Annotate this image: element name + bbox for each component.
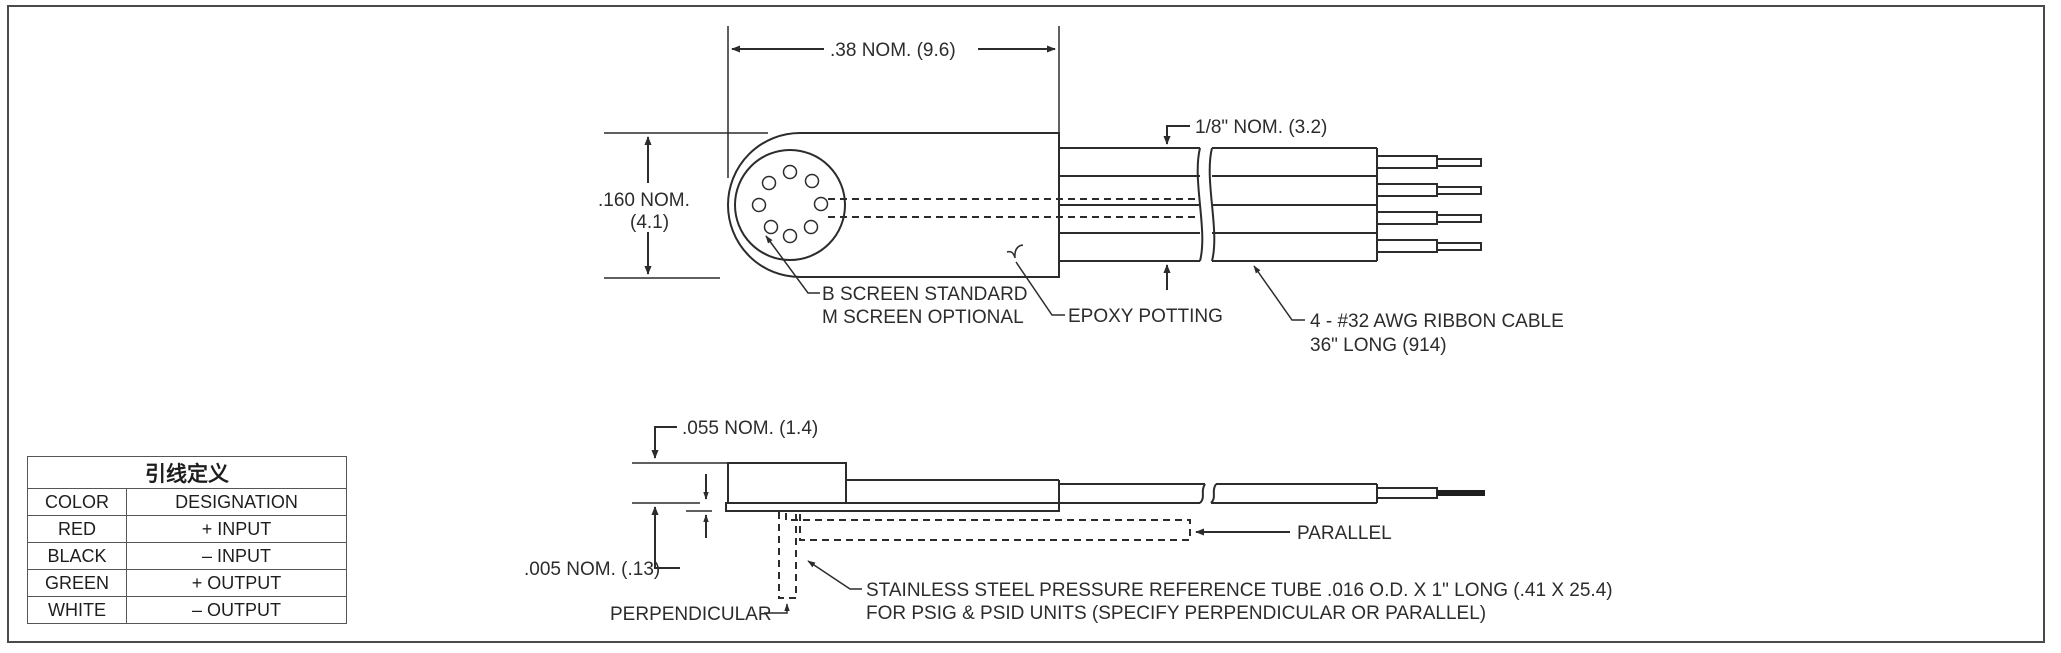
top-thickness-arrow bbox=[651, 426, 677, 459]
side-cable bbox=[1059, 483, 1485, 504]
wire-color: WHITE bbox=[27, 596, 127, 624]
tube-label-2: FOR PSIG & PSID UNITS (SPECIFY PERPENDIC… bbox=[866, 603, 1486, 624]
width-dimension-label: .38 NOM. (9.6) bbox=[830, 40, 956, 61]
tube-label-1: STAINLESS STEEL PRESSURE REFERENCE TUBE … bbox=[866, 580, 1613, 601]
screen-label-1: B SCREEN STANDARD bbox=[822, 284, 1028, 305]
header-color: COLOR bbox=[27, 488, 127, 516]
ribbon-label-2: 36" LONG (914) bbox=[1310, 335, 1447, 356]
table-row: GREEN + OUTPUT bbox=[27, 569, 347, 597]
top-thickness-label: .055 NOM. (1.4) bbox=[682, 418, 818, 439]
bottom-thickness-label: .005 NOM. (.13) bbox=[524, 559, 660, 580]
ribbon-cable-segment-2 bbox=[1208, 147, 1378, 262]
table-row: RED + INPUT bbox=[27, 515, 347, 543]
ribbon-cable-segment-1 bbox=[1059, 147, 1204, 262]
perpendicular-leader bbox=[764, 603, 790, 614]
screen-holes bbox=[751, 164, 829, 244]
wire-color: BLACK bbox=[27, 542, 127, 570]
wire-designation: – OUTPUT bbox=[126, 596, 347, 624]
ribbon-label-1: 4 - #32 AWG RIBBON CABLE bbox=[1310, 311, 1564, 332]
perpendicular-label: PERPENDICULAR bbox=[610, 604, 772, 625]
cable-dimension-label: 1/8" NOM. (3.2) bbox=[1195, 117, 1327, 138]
epoxy-leader bbox=[1015, 261, 1065, 316]
tube-leader bbox=[807, 560, 862, 590]
epoxy-potting-mark bbox=[1006, 244, 1024, 259]
table-row: BLACK – INPUT bbox=[27, 542, 347, 570]
table-title-row: 引线定义 bbox=[27, 456, 347, 489]
wire-designation: + INPUT bbox=[126, 515, 347, 543]
wire-designation: + OUTPUT bbox=[126, 569, 347, 597]
height-dimension-label-2: (4.1) bbox=[630, 212, 669, 233]
wire-designation-table: 引线定义 COLOR DESIGNATION RED + INPUT BLACK… bbox=[27, 456, 347, 624]
header-designation: DESIGNATION bbox=[126, 488, 347, 516]
perpendicular-tube bbox=[778, 512, 797, 599]
wire-designation: – INPUT bbox=[126, 542, 347, 570]
screen-leader bbox=[765, 235, 820, 294]
parallel-label: PARALLEL bbox=[1297, 523, 1392, 544]
drawing-frame bbox=[7, 5, 2045, 643]
wire-ends bbox=[1376, 155, 1482, 253]
sensor-body bbox=[727, 132, 1060, 278]
screen-label-2: M SCREEN OPTIONAL bbox=[822, 307, 1024, 328]
parallel-tube bbox=[785, 513, 1191, 541]
side-view: .055 NOM. (1.4) .005 NOM. (.13) bbox=[524, 418, 1613, 625]
side-screen-block bbox=[727, 462, 847, 504]
table-header-row: COLOR DESIGNATION bbox=[27, 488, 347, 516]
wire-color: GREEN bbox=[27, 569, 127, 597]
table-row: WHITE – OUTPUT bbox=[27, 596, 347, 624]
wire-color: RED bbox=[27, 515, 127, 543]
ribbon-leader bbox=[1253, 265, 1305, 321]
side-base-plate bbox=[725, 502, 1060, 512]
height-dimension-label-1: .160 NOM. bbox=[598, 190, 690, 211]
epoxy-label: EPOXY POTTING bbox=[1068, 306, 1223, 327]
top-view: .38 NOM. (9.6) .160 NOM. (4.1) bbox=[598, 26, 1564, 356]
sensor-screen bbox=[734, 149, 846, 261]
bottom-thickness-leader bbox=[654, 545, 680, 569]
cable-dimension-arrow-top bbox=[1163, 125, 1190, 145]
table-title: 引线定义 bbox=[27, 456, 347, 489]
